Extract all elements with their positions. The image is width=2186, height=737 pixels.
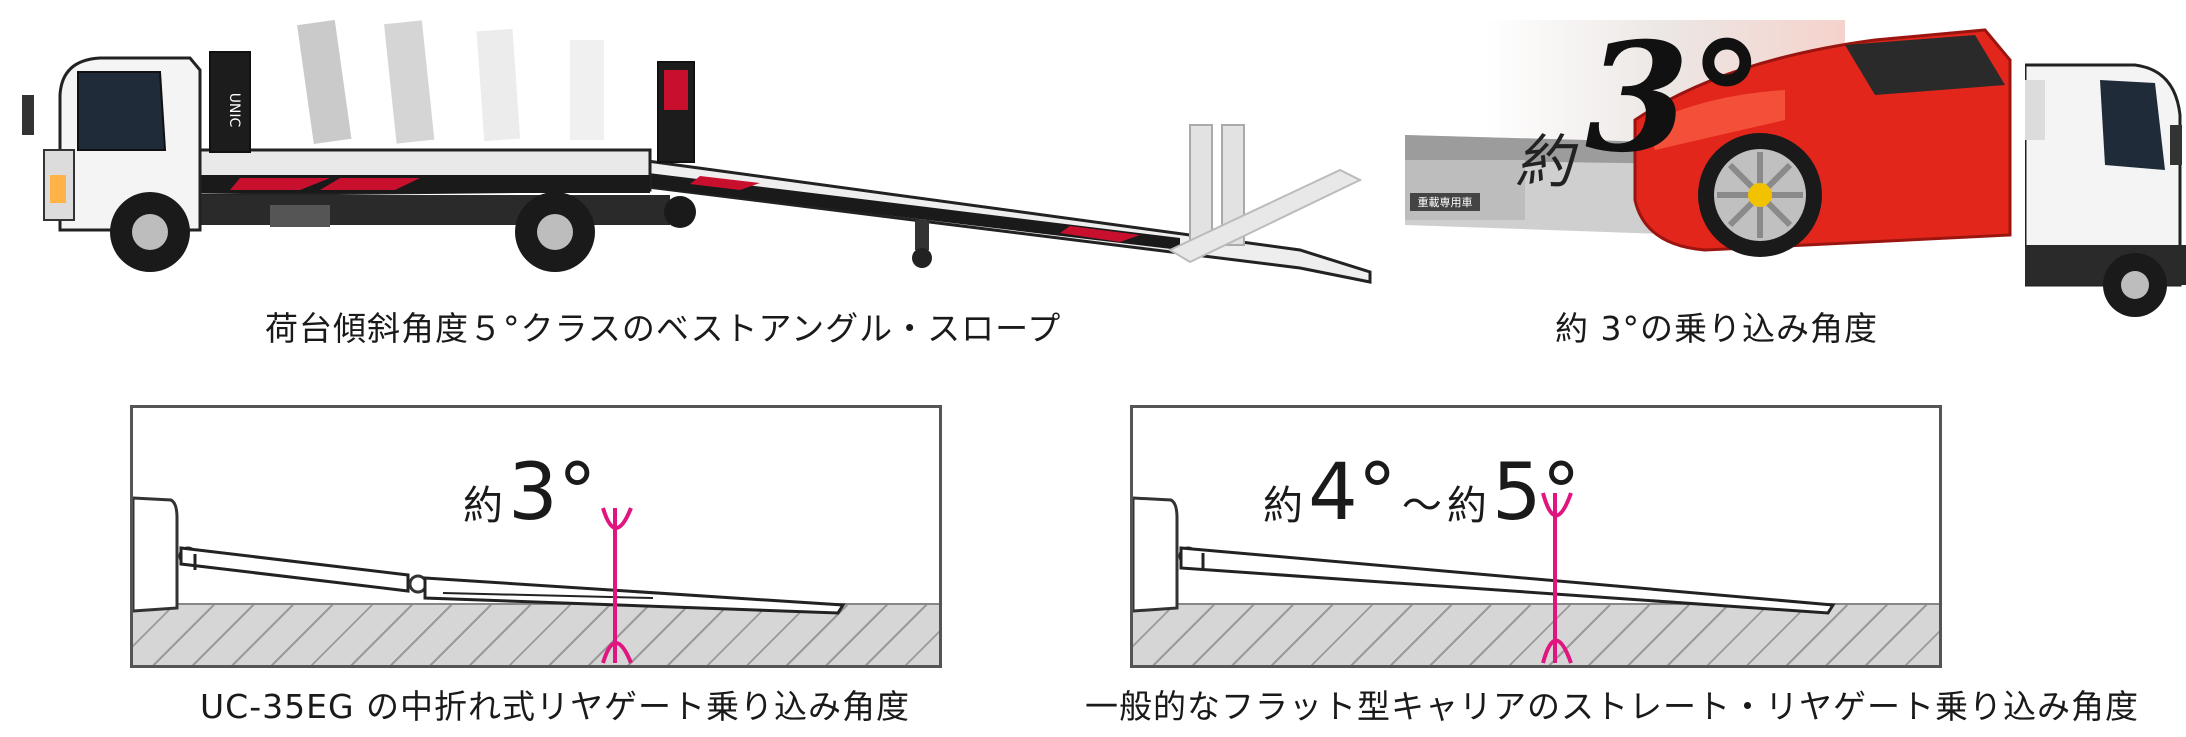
flat-gate-drawing [1133,492,1836,664]
car-illustration: 重載専用車 [1405,0,2015,285]
ramp-sign-text: 重載専用車 [1418,195,1473,209]
diagram2-angle-prefix-1: 約 [1263,483,1303,529]
truck-ramp-caption: 荷台傾斜角度５°クラスのベストアングル・スロープ [265,309,1062,348]
folding-gate-drawing [133,496,846,664]
car-angle-prefix: 約 [1515,128,1574,196]
diagram1-angle-value: 3° [508,448,597,538]
diagram2-caption: 一般的なフラット型キャリアのストレート・リヤゲート乗り込み角度 [1085,687,2139,726]
car-loading-photo: 重載専用車 約 3° [1405,0,2015,285]
car-angle-caption: 約 3°の乗り込み角度 [1555,309,1878,348]
truck-illustration: UNIC [22,19,1372,284]
diagram2-angle-prefix-2: 約 [1446,483,1487,529]
diagram2-angle-separator: ～ [1401,483,1442,529]
ramp-sign [1410,193,1480,211]
brand-label: UNIC [226,93,242,128]
truck-cab-illustration [2025,63,2186,317]
diagram-flat-gate: 約 4° ～ 約 5° [1130,405,1942,668]
car-angle-value: 3° [1585,10,1765,186]
diagram2-angle-value-1: 4° [1308,448,1397,538]
diagram1-angle-prefix: 約 [463,483,503,529]
ground-hatch [133,603,939,665]
diagram1-caption: UC-35EG の中折れ式リヤゲート乗り込み角度 [200,687,911,726]
diagram2-angle-label: 約 4° ～ 約 5° [1263,448,1581,538]
truck-ramp-photo: UNIC [0,0,1380,290]
diagram1-angle-label: 約 3° [463,448,597,538]
truck-cab-photo [2025,55,2186,320]
diagram-folding-gate: 約 3° [130,405,942,668]
ground-hatch [1133,603,1939,665]
diagram2-angle-value-2: 5° [1492,448,1581,538]
